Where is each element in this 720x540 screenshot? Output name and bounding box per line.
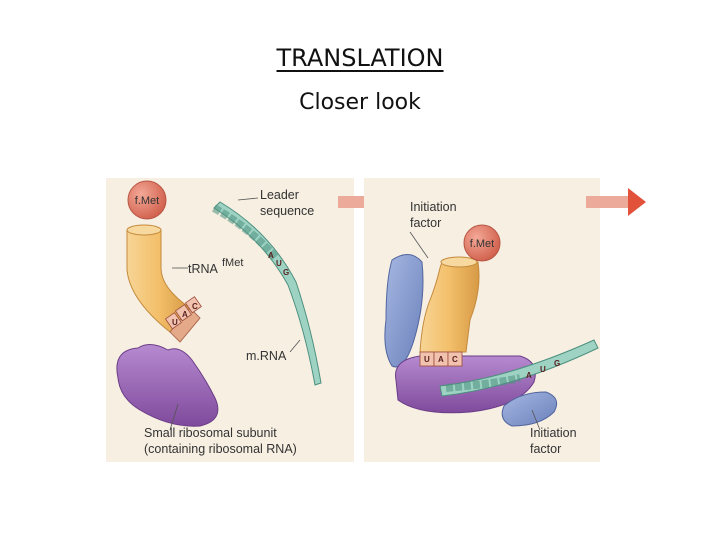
- codon-right-base-3: G: [554, 359, 560, 368]
- trna-anticodon-right: U A C: [419, 351, 463, 367]
- initiation-factor-2: [501, 391, 558, 427]
- fmet-label: f.Met: [135, 195, 159, 207]
- mrna-start-codon-right: A U G: [526, 359, 560, 380]
- mrna-strand: [212, 201, 322, 386]
- trna-superscript: fMet: [222, 257, 243, 269]
- step-arrow-2: [586, 188, 646, 216]
- trna-label: tRNA: [188, 262, 219, 276]
- anticodon-base-3: C: [192, 302, 198, 311]
- initiation-factor-1-label-line2: factor: [410, 216, 441, 230]
- anticodon-right-base-3: C: [452, 355, 458, 364]
- codon-right-base-1: A: [526, 371, 532, 380]
- mrna-start-codon: A U G: [268, 251, 289, 277]
- trna-molecule-right: [419, 256, 480, 353]
- anticodon-right-base-1: U: [424, 355, 430, 364]
- anticodon-right-base-2: A: [438, 355, 444, 364]
- small-subunit-label-line2: (containing ribosomal RNA): [144, 442, 297, 456]
- trna-anticodon: U A C: [164, 296, 202, 330]
- small-subunit-label-line1: Small ribosomal subunit: [144, 426, 277, 440]
- page-subtitle: Closer look: [299, 90, 421, 115]
- fmet-ball-right: [463, 224, 501, 262]
- fmet-label-right: f.Met: [470, 238, 494, 250]
- codon-base-3: G: [283, 268, 289, 277]
- mrna-label: m.RNA: [246, 349, 287, 363]
- initiation-factor-2-label-line2: factor: [530, 442, 561, 456]
- initiation-factor-2-label-line1: Initiation: [530, 426, 577, 440]
- codon-right-base-2: U: [540, 365, 546, 374]
- anticodon-base-2: A: [182, 310, 188, 319]
- small-ribosomal-subunit: [116, 344, 219, 427]
- fmet-ball: [127, 180, 167, 220]
- anticodon-base-1: U: [172, 318, 178, 327]
- codon-base-2: U: [276, 259, 282, 268]
- codon-base-1: A: [268, 251, 274, 260]
- page-title: TRANSLATION: [276, 44, 444, 72]
- leader-sequence-label-line2: sequence: [260, 204, 314, 218]
- mrna-strand-right: [439, 339, 599, 397]
- leader-sequence-label-line1: Leader: [260, 188, 299, 202]
- initiation-factor-1-label-line1: Initiation: [410, 200, 457, 214]
